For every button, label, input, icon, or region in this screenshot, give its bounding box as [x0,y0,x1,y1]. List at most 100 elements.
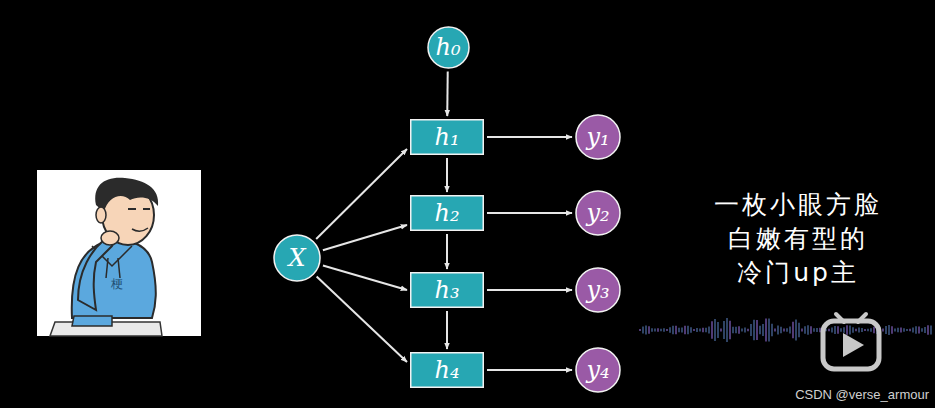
node-label: h₄ [434,358,459,382]
hidden-box: h₄ [410,352,484,388]
wave-bar [858,328,860,333]
wave-bar [861,328,863,332]
arrow-connector [316,149,407,239]
wave-bar [639,329,641,331]
arrow-connector [487,289,572,291]
node-label: h₂ [434,201,459,225]
wave-bar [792,322,794,339]
wave-bar [687,326,689,335]
wave-bar [726,318,728,342]
wave-bar [702,328,704,332]
wave-bar [768,319,770,342]
arrow-connector [446,234,448,269]
wave-bar [762,324,764,336]
hidden-box: h₂ [410,195,484,231]
output-circle: y₁ [575,114,621,160]
arrow-connector [487,136,572,138]
hidden-box: h₃ [410,272,484,308]
node-label: y₃ [586,278,609,302]
wave-bar [903,328,905,331]
state-circle: h₀ [427,26,470,69]
node-label: h₁ [434,125,459,149]
wave-bar [729,321,731,339]
wave-bar [705,328,707,332]
wave-bar [789,327,791,334]
input-circle: X [273,234,321,282]
wave-bar [807,325,809,335]
wave-bar [783,329,785,332]
wave-bar [786,328,788,332]
wave-bar [810,326,812,334]
wave-bar [852,327,854,332]
wave-bar [675,326,677,334]
output-circle: y₃ [575,267,621,313]
wave-bar [846,325,848,334]
wave-bar [690,327,692,333]
wave-bar [813,328,815,331]
wave-bar [921,328,923,331]
arrow-connector [487,369,572,371]
wave-bar [672,326,674,334]
wave-bar [795,320,797,341]
wave-bar [924,327,926,333]
wave-bar [678,328,680,333]
wave-bar [651,328,653,332]
wave-bar [744,328,746,333]
arrow-connector [446,71,448,116]
wave-bar [915,326,917,333]
wave-bar [864,329,866,331]
wave-bar [696,328,698,332]
wave-bar [666,329,668,331]
node-label: y₄ [586,358,609,382]
wave-bar [777,326,779,335]
wave-bar [750,324,752,336]
wave-bar [741,329,743,332]
wave-bar [882,328,884,331]
wave-bar [849,325,851,334]
wave-bar [840,328,842,332]
wave-bar [642,326,644,333]
wave-bar [699,329,701,332]
output-circle: y₂ [575,190,621,236]
arrow-connector [323,225,407,250]
wave-bar [645,325,647,334]
wave-bar [804,326,806,334]
wave-bar [855,329,857,332]
shirt-logo-text: 梗 [106,276,128,293]
arrow-connector [323,266,407,290]
wave-bar [870,328,872,332]
wave-bar [684,326,686,335]
wave-bar [894,328,896,331]
cartoon-man [50,178,162,336]
portrait-frame [37,170,201,336]
wave-bar [738,326,740,334]
wave-bar [648,326,650,333]
arrow-connector [487,212,572,214]
hidden-box: h₁ [410,119,484,155]
wave-bar [834,326,836,334]
wave-bar [801,329,803,332]
bilibili-logo [823,314,879,369]
wave-bar [717,322,719,338]
wave-bar [798,323,800,338]
wave-bar [747,329,749,332]
wave-bar [708,326,710,333]
wave-bar [732,327,734,334]
wave-bar [681,328,683,333]
arrow-connector [317,277,407,362]
wave-bar [912,328,914,333]
wave-bar [843,327,845,333]
wave-bar [891,326,893,334]
output-circle: y₄ [575,347,621,393]
wave-bar [756,320,758,340]
wave-bar [657,328,659,331]
wave-bar [774,328,776,331]
wave-bar [759,326,761,334]
wave-bar [918,326,920,333]
audio-waveform [640,318,931,342]
arrow-connector [446,158,448,192]
wave-bar [816,328,818,332]
wave-bar [693,329,695,331]
wave-bar [885,326,887,334]
wave-bar [771,324,773,337]
